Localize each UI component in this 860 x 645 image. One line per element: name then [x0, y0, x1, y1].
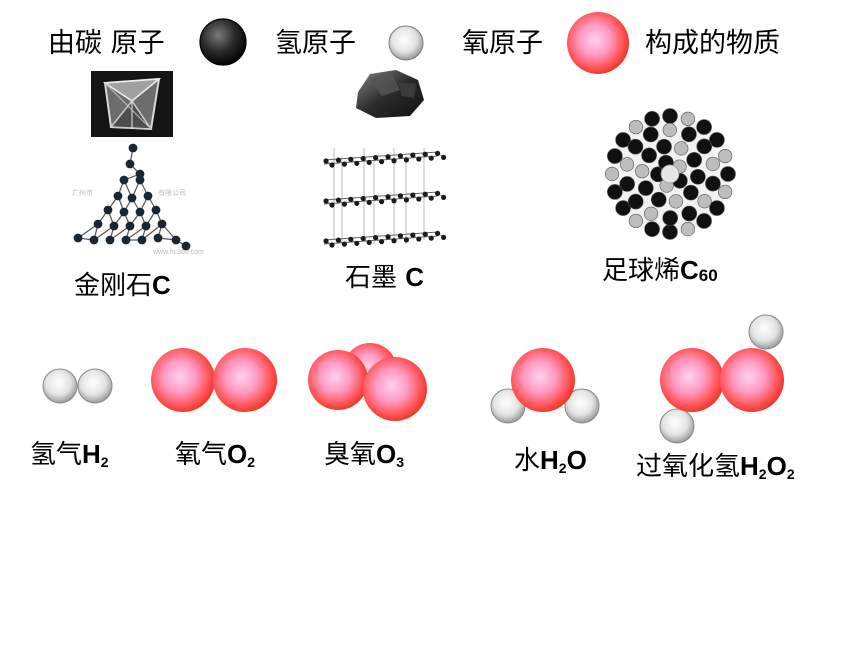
fullerene-formula: C [680, 255, 699, 285]
hydrogen-atom-icon [388, 25, 424, 61]
ozone-element: O [376, 439, 397, 469]
ozone-count: 3 [396, 454, 405, 470]
legend-hydrogen-label: 氢原子 [275, 28, 356, 59]
oxygen-gas-label: 氧气O2 [175, 441, 255, 469]
svg-text:有限公司: 有限公司 [158, 188, 186, 197]
peroxide-h-count: 2 [758, 466, 767, 482]
water-h-count: 2 [558, 460, 567, 476]
legend-oxygen-label: 氧原子 [462, 28, 543, 59]
ozone-name: 臭氧 [324, 440, 377, 470]
hydrogen-gas-element: H [82, 439, 101, 469]
fullerene-c60-diagram [604, 108, 736, 240]
diamond-lattice-diagram: 广州市 有限公司 www.hc360.com [72, 143, 204, 256]
water-h: H [540, 445, 559, 475]
peroxide-o: O [766, 451, 787, 481]
oxygen-gas-name: 氧气 [175, 440, 228, 470]
fullerene-subscript: 60 [698, 266, 718, 285]
hydrogen-molecule-model [42, 368, 113, 404]
fullerene-name: 足球烯 [602, 256, 681, 286]
legend-carbon-label: 由碳 原子 [48, 28, 165, 59]
graphite-formula: C [405, 262, 425, 292]
ozone-label: 臭氧O3 [324, 441, 404, 469]
carbon-atom-icon [199, 18, 247, 66]
diamond-label: 金刚石C [74, 272, 171, 299]
legend-suffix-label: 构成的物质 [645, 28, 780, 59]
peroxide-h: H [740, 451, 759, 481]
water-name: 水 [514, 446, 541, 476]
water-o: O [566, 445, 587, 475]
graphite-photo [356, 70, 424, 118]
oxygen-atom-icon [567, 12, 629, 74]
ozone-molecule-model [308, 343, 427, 421]
hydrogen-peroxide-model [659, 314, 784, 444]
svg-text:广州市: 广州市 [72, 188, 93, 197]
fullerene-label: 足球烯C60 [602, 257, 718, 284]
graphite-label: 石墨 C [345, 264, 424, 291]
watermark-text: www.hc360.com [152, 249, 204, 256]
oxygen-gas-count: 2 [247, 454, 256, 470]
water-label: 水H2O [514, 447, 587, 475]
hydrogen-gas-name: 氢气 [30, 440, 83, 470]
peroxide-name: 过氧化氢 [636, 452, 741, 482]
diamond-formula: C [152, 270, 171, 300]
oxygen-molecule-model [151, 348, 277, 412]
water-molecule-model [490, 348, 600, 424]
hydrogen-peroxide-label: 过氧化氢H2O2 [636, 453, 795, 481]
diamond-name: 金刚石 [74, 271, 153, 301]
hydrogen-gas-label: 氢气H2 [30, 441, 109, 469]
hydrogen-gas-count: 2 [100, 454, 109, 470]
diamond-photo [91, 71, 173, 137]
graphite-layers-diagram [323, 148, 447, 248]
graphite-name: 石墨 [345, 263, 406, 293]
oxygen-gas-element: O [227, 439, 248, 469]
peroxide-o-count: 2 [786, 466, 795, 482]
